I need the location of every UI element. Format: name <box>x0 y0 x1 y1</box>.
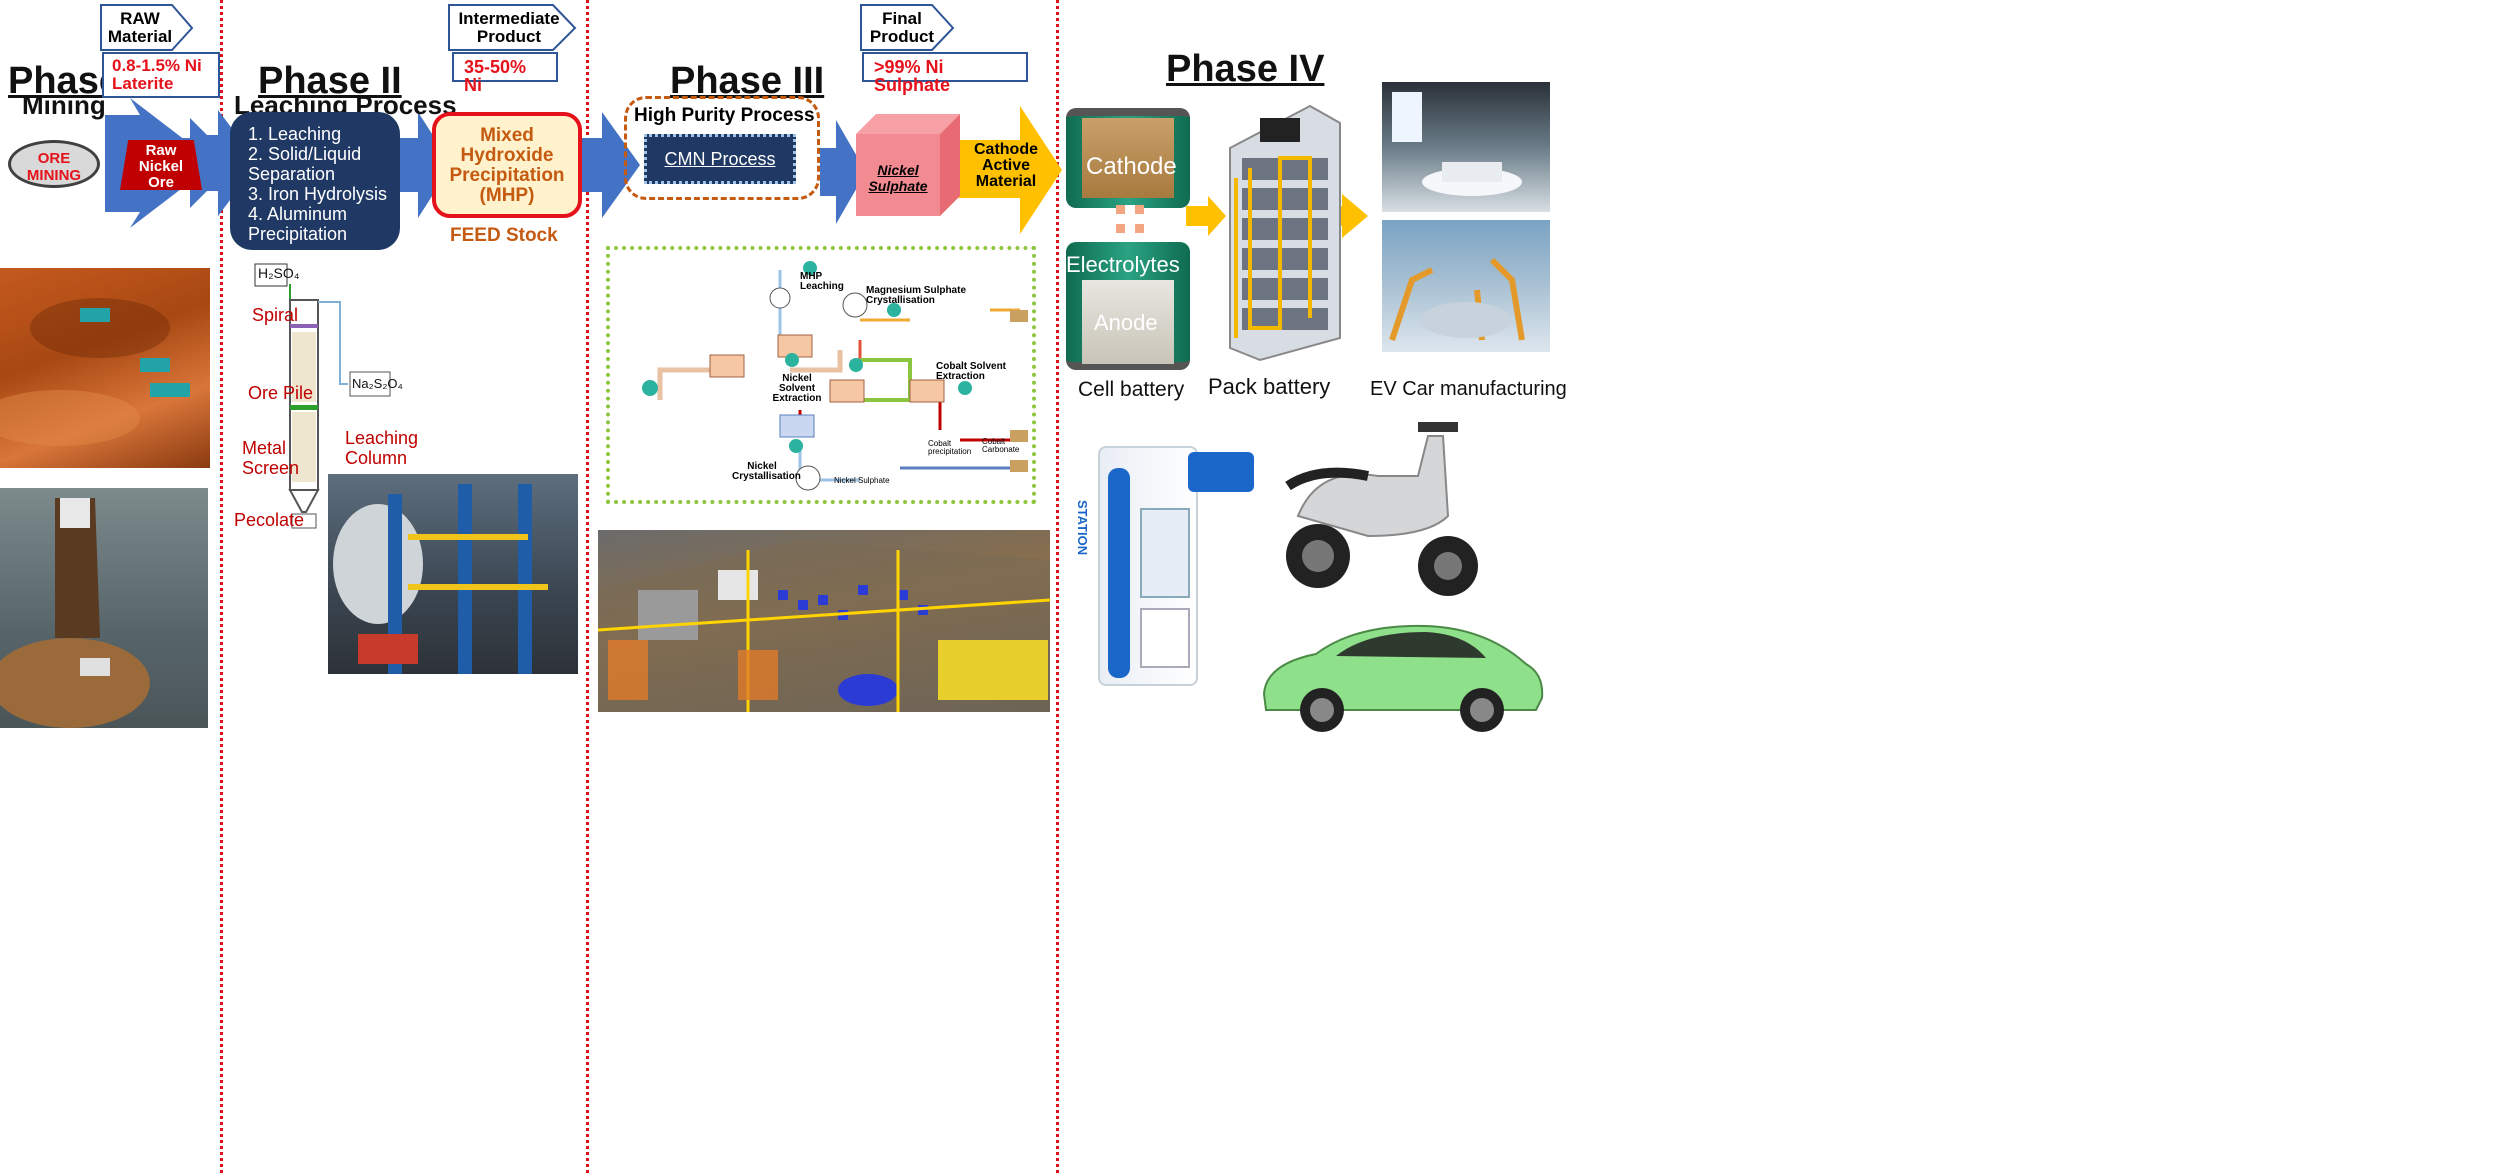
ev-factory-photo <box>1382 220 1550 352</box>
cobalt-carbonate-label: Cobalt Carbonate <box>982 437 1020 454</box>
leaching-step: 1. Leaching <box>248 124 342 144</box>
phase-3-title: Phase III <box>670 60 825 102</box>
barge-photo <box>0 488 208 728</box>
pack-battery-image <box>1229 104 1341 362</box>
leaching-step: 3. Iron Hydrolysis <box>248 184 388 204</box>
feed-stock-label: FEED Stock <box>450 225 558 246</box>
raw-nickel-ore-box: Raw Nickel Ore <box>120 140 202 190</box>
leaching-step: 4. Aluminum <box>248 204 348 224</box>
scooter-image <box>1285 422 1478 596</box>
final-product-value: >99% Ni Sulphate <box>862 52 1028 94</box>
final-product-tag <box>860 4 955 51</box>
plant-3d-render <box>598 530 1050 712</box>
leaching-step: 2. Solid/Liquid <box>248 144 362 164</box>
mg-cryst-label: Magnesium Sulphate Crystallisation <box>866 285 967 306</box>
na2s2o4-label: Na₂S₂O₄ <box>352 376 403 391</box>
ore-pile-label: Ore Pile <box>248 383 314 403</box>
leaching-column-diagram <box>254 263 391 529</box>
cmn-flowsheet <box>642 261 1028 491</box>
leaching-step: Precipitation <box>248 224 348 244</box>
intermediate-product-value: 35-50% Ni <box>452 52 558 94</box>
cmn-flowsheet-frame <box>606 246 1036 504</box>
cmn-process-box: CMN Process <box>644 134 796 184</box>
phase-4-title: Phase IV <box>1166 48 1325 90</box>
raw-material-tag <box>100 4 194 51</box>
phase-divider <box>586 0 589 1173</box>
electrolytes-label: Electrolytes <box>1066 252 1180 277</box>
ev-manufacturing-label: EV Car manufacturing <box>1370 378 1567 400</box>
anode-label: Anode <box>1094 310 1158 335</box>
raw-material-value: 0.8-1.5% Ni Laterite <box>102 52 220 98</box>
green-car-image <box>1262 624 1544 732</box>
nickel-cryst-label: Nickel Crystallisation <box>732 461 801 482</box>
raw-material-label: RAW Material <box>107 9 173 46</box>
station-label: STATION <box>1075 500 1090 556</box>
plant-photo <box>328 474 578 674</box>
cathode-active-label: Cathode Active Material <box>974 141 1038 190</box>
high-purity-frame <box>624 96 820 200</box>
leaching-column-label: Leaching Column <box>345 428 419 468</box>
cobalt-sx-label: Cobalt Solvent Extraction <box>936 361 1007 382</box>
final-product-label: Final Product <box>869 9 935 46</box>
ore-mining-ellipse: ORE MINING <box>8 140 100 188</box>
nickel-sx-label: Nickel Solvent Extraction <box>772 373 822 404</box>
leaching-steps-box: 1. Leaching 2. Solid/Liquid Separation 3… <box>230 112 400 250</box>
mhp-leaching-label: MHP Leaching <box>800 271 844 292</box>
pack-battery-label: Pack battery <box>1208 374 1331 399</box>
cathode-arrow <box>958 106 1062 234</box>
pecolate-label: Pecolate <box>234 510 305 530</box>
phase-divider <box>1056 0 1059 1173</box>
intermediate-product-tag <box>448 4 577 51</box>
cathode-core <box>1082 118 1174 198</box>
mhp-box: Mixed Hydroxide Precipitation (MHP) <box>432 112 582 218</box>
metal-screen-label: Metal Screen <box>242 438 300 478</box>
spiral-label: Spiral <box>252 305 299 325</box>
h2so4-label: H₂SO₄ <box>258 265 300 281</box>
anode-core <box>1082 280 1174 364</box>
intermediate-product-label: Intermediate Product <box>458 9 560 46</box>
cathode-label: Cathode <box>1086 153 1177 180</box>
phase-divider <box>220 0 223 1173</box>
ev-charging-station <box>1098 446 1198 686</box>
nickel-sulphate-small-label: Nickel Sulphate <box>834 476 890 485</box>
cobalt-precip-label: Cobalt precipitation <box>928 439 972 456</box>
nickel-sulphate-label: Nickel Sulphate <box>868 162 928 194</box>
leaching-step: Separation <box>248 164 336 184</box>
ev-showroom-photo <box>1382 82 1550 212</box>
plus-icon <box>1116 205 1144 233</box>
high-purity-label: High Purity Process <box>634 105 815 126</box>
phase-2-title: Phase II <box>258 60 402 102</box>
station-canopy <box>1188 452 1254 492</box>
nickel-sulphate-cube <box>856 114 960 216</box>
cell-battery-label: Cell battery <box>1078 378 1185 401</box>
mining-photo <box>0 268 210 468</box>
phase-1-subtitle: Mining <box>22 90 106 120</box>
